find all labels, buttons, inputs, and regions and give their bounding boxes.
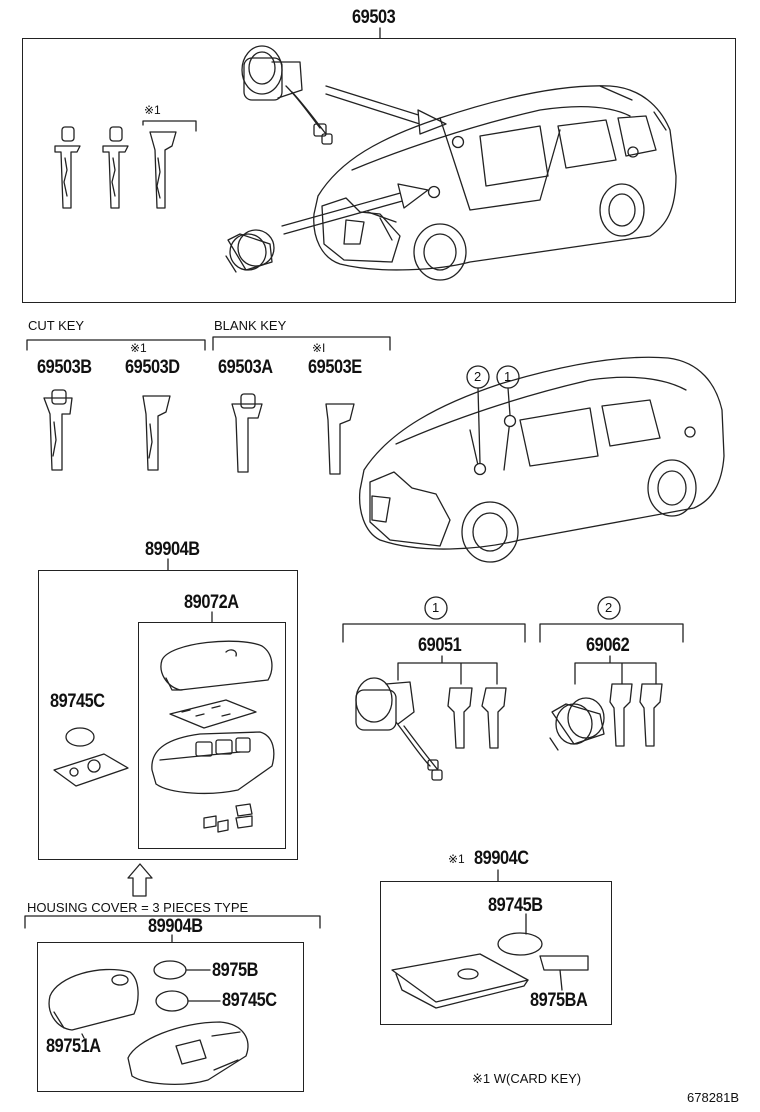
- callout-1-car: 1: [504, 369, 512, 384]
- part-number-8975BA: 8975BA: [530, 990, 588, 1011]
- part-number-69062: 69062: [586, 635, 630, 656]
- part-number-69503: 69503: [352, 7, 396, 28]
- card-key-note-top: ※1: [144, 103, 161, 117]
- card-key-frame: [380, 881, 612, 1025]
- housing-cover-label: HOUSING COVER = 3 PIECES TYPE: [27, 900, 249, 915]
- callout-1-69051: 1: [432, 600, 440, 615]
- part-number-89904B-bottom: 89904B: [148, 916, 203, 937]
- part-number-89904C: 89904C: [474, 848, 529, 869]
- part-number-89751A: 89751A: [46, 1036, 101, 1057]
- callout-2-car: 2: [474, 369, 482, 384]
- main-assembly-frame: [22, 38, 736, 303]
- card-key-note-69503E: ※I: [312, 341, 326, 355]
- part-number-89745C-left: 89745C: [50, 691, 105, 712]
- part-number-89745B: 89745B: [488, 895, 543, 916]
- diagram-code: 678281B: [687, 1090, 740, 1105]
- part-number-69503E: 69503E: [308, 357, 362, 378]
- smart-key-inner-frame: [138, 622, 286, 849]
- part-number-8975B: 8975B: [212, 960, 259, 981]
- part-number-69503B: 69503B: [37, 357, 92, 378]
- part-number-89745C-bottom: 89745C: [222, 990, 277, 1011]
- footnote-card-key: ※1 W(CARD KEY): [472, 1071, 582, 1086]
- part-number-89904B-top: 89904B: [145, 539, 200, 560]
- callout-2-69062: 2: [605, 600, 613, 615]
- card-key-note-69503D: ※1: [130, 341, 147, 355]
- cut-key-label: CUT KEY: [28, 318, 85, 333]
- card-key-note-89904C: ※1: [448, 852, 465, 866]
- part-number-69503D: 69503D: [125, 357, 180, 378]
- part-number-69503A: 69503A: [218, 357, 273, 378]
- part-number-69051: 69051: [418, 635, 462, 656]
- part-number-89072A: 89072A: [184, 592, 239, 613]
- housing-cover-frame: [37, 942, 304, 1092]
- blank-key-label: BLANK KEY: [214, 318, 287, 333]
